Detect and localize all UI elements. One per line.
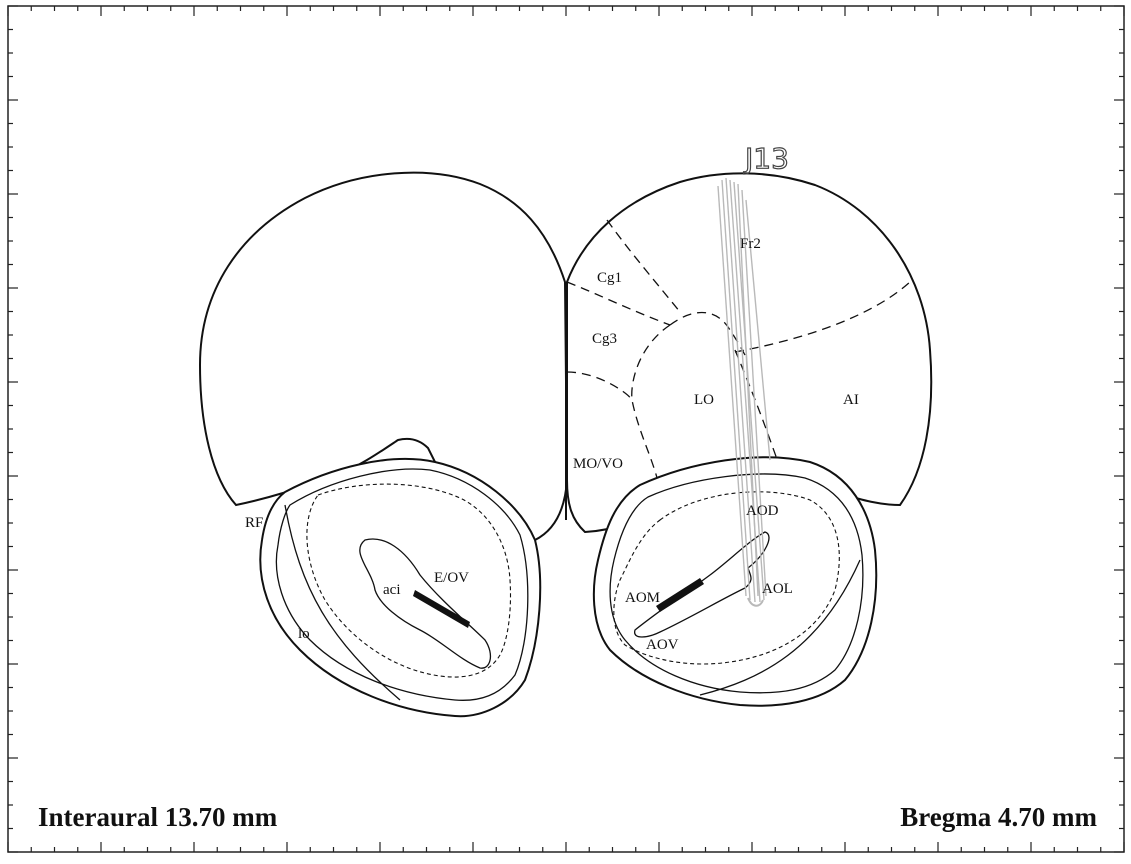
label-aol: AOL	[762, 581, 793, 597]
label-fr2: Fr2	[740, 236, 761, 252]
label-aom: AOM	[625, 590, 660, 606]
label-rf: RF	[245, 515, 263, 531]
caption-interaural: Interaural 13.70 mm	[38, 802, 278, 832]
handwritten-note: J13	[743, 142, 789, 175]
label-e-ov: E/OV	[434, 570, 469, 586]
label-mo-vo: MO/VO	[573, 456, 623, 472]
caption-bregma: Bregma 4.70 mm	[900, 802, 1097, 832]
label-aod: AOD	[746, 503, 779, 519]
label-aov: AOV	[646, 637, 679, 653]
label-cg3: Cg3	[592, 331, 617, 347]
label-aci: aci	[383, 582, 400, 598]
label-ai: AI	[843, 392, 859, 408]
label-cg1: Cg1	[597, 270, 622, 286]
label-lo-orbital: LO	[694, 392, 714, 408]
label-lo-tract: lo	[298, 626, 310, 642]
